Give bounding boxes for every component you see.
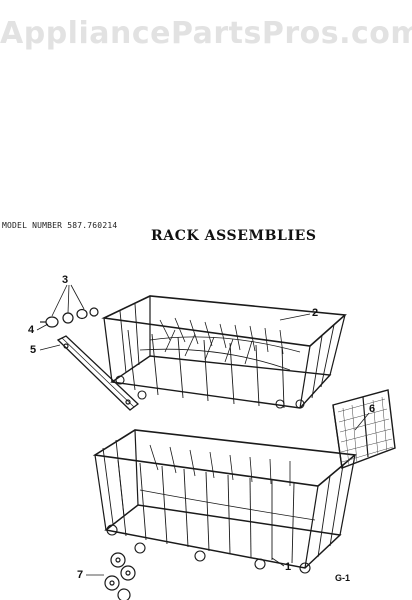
silverware-basket bbox=[332, 389, 396, 469]
page-code: G-1 bbox=[335, 573, 351, 583]
model-number: MODEL NUMBER 587.760214 bbox=[2, 221, 118, 230]
rack-wheels bbox=[104, 552, 136, 600]
callout-2: 2 bbox=[312, 307, 319, 319]
callout-5: 5 bbox=[30, 344, 37, 356]
callout-4: 4 bbox=[28, 324, 35, 336]
leader-lines bbox=[36, 284, 370, 576]
callout-6: 6 bbox=[369, 403, 376, 415]
callout-3: 3 bbox=[62, 274, 69, 286]
diagram-title: RACK ASSEMBLIES bbox=[151, 228, 317, 244]
rack-rail bbox=[56, 335, 140, 411]
callout-7: 7 bbox=[77, 569, 84, 581]
callout-1: 1 bbox=[285, 561, 292, 573]
roller-set bbox=[40, 307, 99, 328]
watermark: AppliancePartsPros.com bbox=[0, 16, 412, 51]
lower-rack bbox=[92, 429, 357, 574]
upper-rack bbox=[101, 295, 347, 409]
